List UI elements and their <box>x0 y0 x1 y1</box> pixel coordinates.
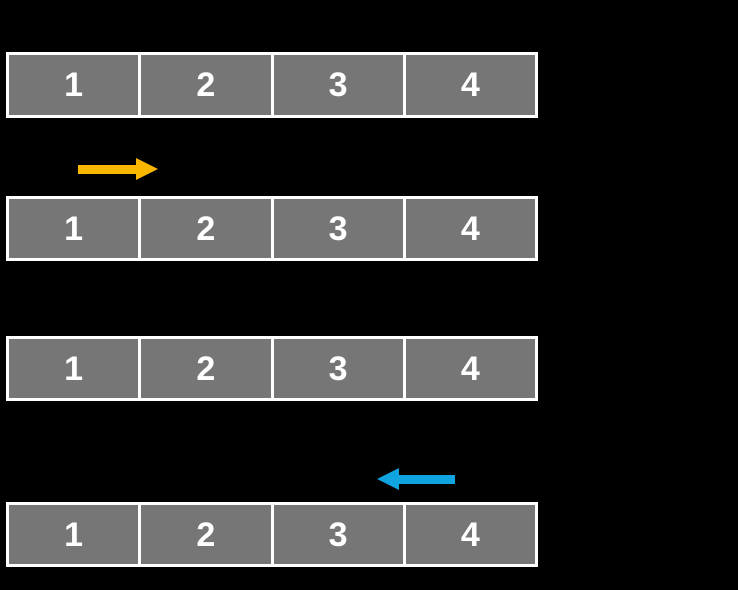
array-cell[interactable]: 3 <box>273 339 403 398</box>
array-cell[interactable]: 4 <box>405 199 535 258</box>
array-cell[interactable]: 3 <box>273 55 403 115</box>
array-row: 1 2 3 4 <box>6 502 538 567</box>
array-cell[interactable]: 2 <box>141 199 271 258</box>
array-cell[interactable]: 3 <box>273 505 403 564</box>
array-cell[interactable]: 3 <box>273 199 403 258</box>
array-row: 1 2 3 4 <box>6 196 538 261</box>
array-cell[interactable]: 2 <box>141 339 271 398</box>
array-cell[interactable]: 1 <box>9 505 139 564</box>
arrow-right-icon <box>78 158 158 180</box>
array-cell[interactable]: 2 <box>141 55 271 115</box>
array-cell[interactable]: 1 <box>9 55 139 115</box>
array-cell[interactable]: 4 <box>405 505 535 564</box>
array-row: 1 2 3 4 <box>6 52 538 118</box>
array-cell[interactable]: 1 <box>9 339 139 398</box>
array-cell[interactable]: 4 <box>405 55 535 115</box>
array-row: 1 2 3 4 <box>6 336 538 401</box>
array-cell[interactable]: 1 <box>9 199 139 258</box>
arrow-left-icon <box>377 468 455 490</box>
array-cell[interactable]: 4 <box>405 339 535 398</box>
array-cell[interactable]: 2 <box>141 505 271 564</box>
